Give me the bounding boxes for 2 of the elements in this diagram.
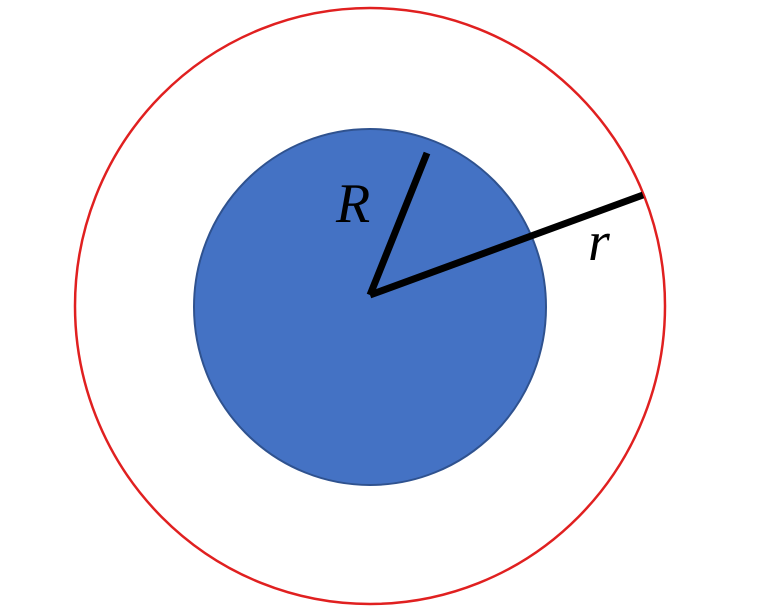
dimension-label: R: [336, 176, 370, 232]
dimension-label: r: [588, 214, 610, 270]
